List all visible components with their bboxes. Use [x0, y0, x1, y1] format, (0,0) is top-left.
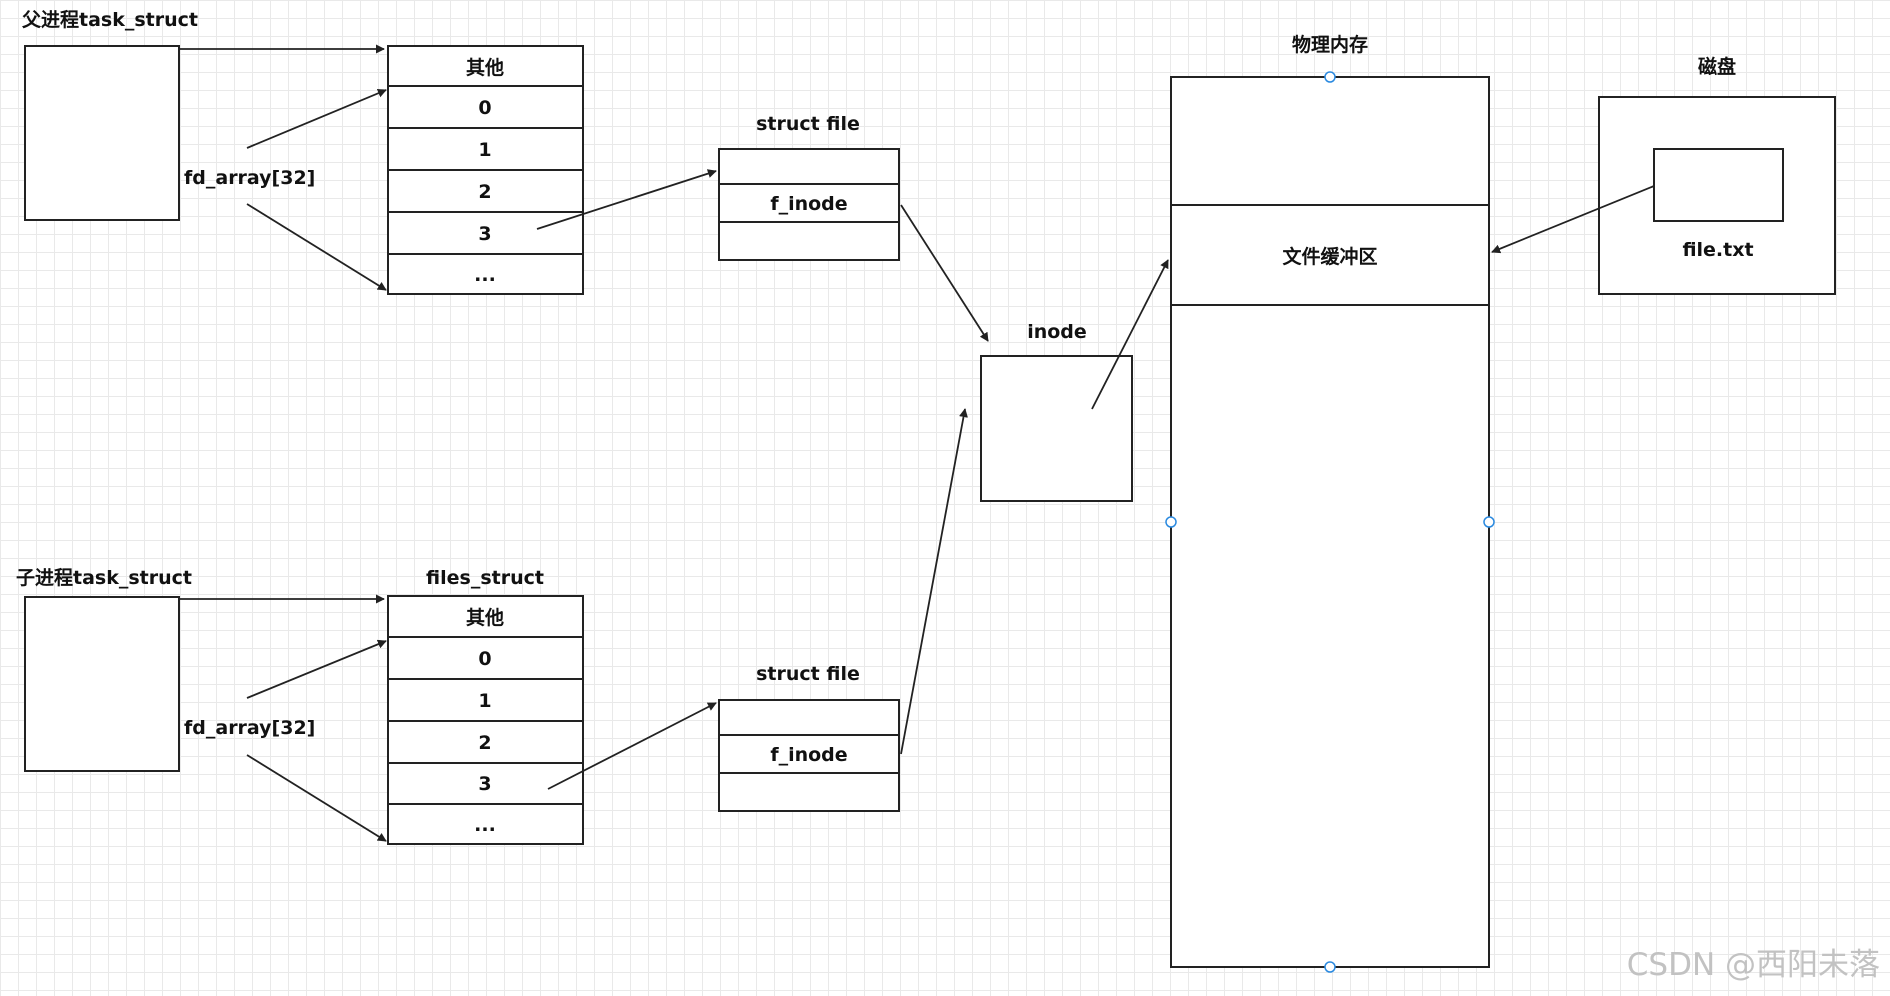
struct-file-top-title: struct file — [756, 113, 860, 135]
child-task-struct-title: 子进程task_struct — [16, 567, 192, 589]
child-row-other: 其他 — [466, 606, 504, 629]
bottom-f-inode-to-inode-arrow — [900, 408, 968, 755]
selection-handles — [1165, 71, 1495, 973]
child-fd-to-row0-arrow — [246, 639, 387, 699]
handle-top[interactable] — [1324, 71, 1336, 83]
top-f-inode-to-inode-arrow — [900, 204, 989, 342]
struct-file-bottom-box: f_inode — [718, 699, 900, 812]
child-row-3: 3 — [478, 773, 491, 795]
physical-memory-title: 物理内存 — [1292, 33, 1368, 56]
parent-fd-to-ellipsis-arrow — [246, 203, 387, 291]
parent-fd-array-label: fd_array[32] — [184, 167, 315, 189]
child-files-table: 其他 0 1 2 3 ... — [387, 595, 584, 845]
child-row-ellipsis: ... — [474, 814, 496, 836]
child-fd3-to-struct-file-arrow — [547, 702, 717, 790]
struct-file-top-box: f_inode — [718, 148, 900, 261]
parent-row-other: 其他 — [466, 56, 504, 79]
parent-task-struct-box — [24, 45, 180, 221]
parent-row-3: 3 — [478, 223, 491, 245]
child-fd-to-ellipsis-arrow — [246, 754, 387, 842]
parent-files-table: 其他 0 1 2 3 ... — [387, 45, 584, 295]
parent-task-struct-title: 父进程task_struct — [21, 9, 198, 31]
physical-memory-box: 文件缓冲区 — [1170, 76, 1490, 968]
disk-title: 磁盘 — [1698, 55, 1736, 78]
file-txt-box — [1653, 148, 1784, 222]
file-buffer-label: 文件缓冲区 — [1282, 245, 1377, 268]
files-struct-title: files_struct — [426, 567, 544, 589]
parent-fd-to-row0-arrow — [246, 88, 387, 149]
child-row-1: 1 — [478, 690, 491, 712]
inode-to-buffer-arrow — [1091, 259, 1169, 410]
child-row-0: 0 — [478, 648, 491, 670]
parent-row-2: 2 — [478, 181, 491, 203]
struct-file-bottom-f-inode: f_inode — [770, 744, 847, 766]
file-to-buffer-arrow — [1491, 185, 1655, 254]
file-txt-label: file.txt — [1682, 239, 1753, 261]
inode-title: inode — [1027, 321, 1087, 343]
inode-box — [980, 355, 1133, 502]
struct-file-bottom-title: struct file — [756, 663, 860, 685]
parent-fd3-to-struct-file-arrow — [536, 169, 717, 230]
csdn-watermark: CSDN @西阳未落 — [1627, 947, 1880, 983]
handle-right[interactable] — [1483, 516, 1495, 528]
handle-left[interactable] — [1165, 516, 1177, 528]
parent-row-ellipsis: ... — [474, 264, 496, 286]
struct-file-top-f-inode: f_inode — [770, 193, 847, 215]
handle-bottom[interactable] — [1324, 961, 1336, 973]
parent-row-0: 0 — [478, 97, 491, 119]
child-task-struct-box — [24, 596, 180, 772]
child-fd-array-label: fd_array[32] — [184, 717, 315, 739]
parent-row-1: 1 — [478, 139, 491, 161]
child-row-2: 2 — [478, 732, 491, 754]
